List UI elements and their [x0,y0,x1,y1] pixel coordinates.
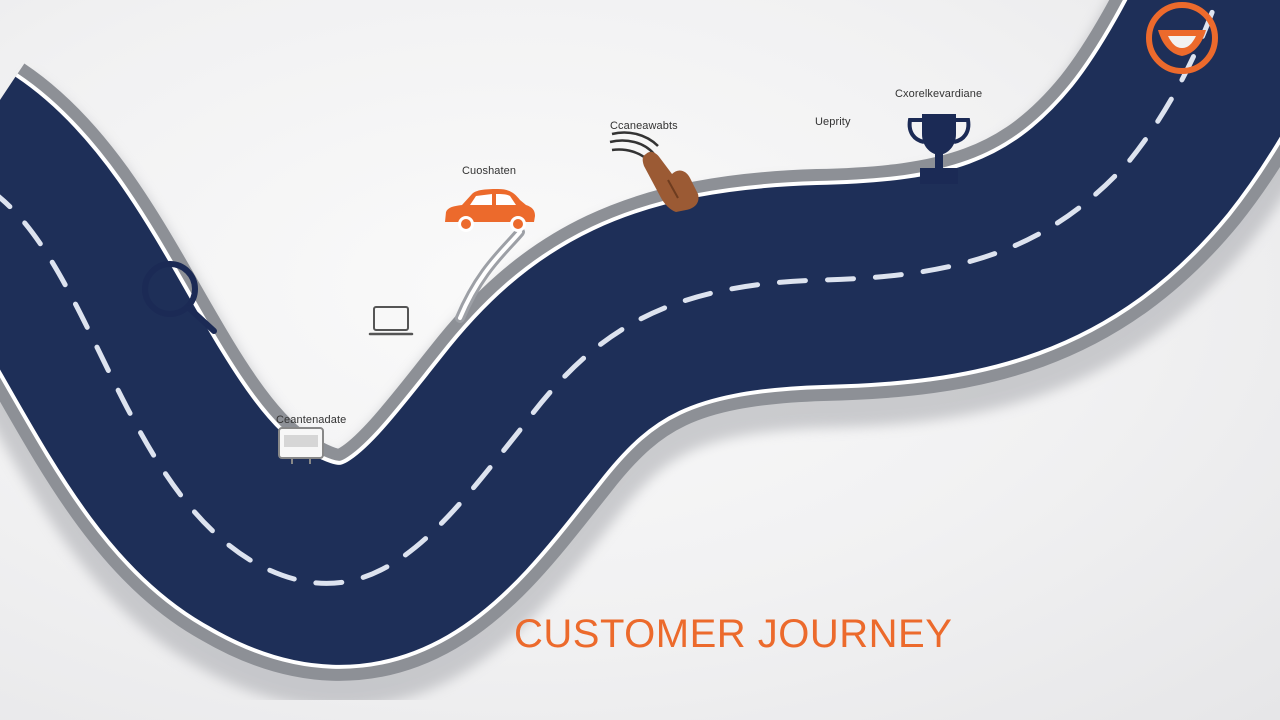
road-surface [0,0,1280,665]
hand-pointer-icon [609,131,699,212]
stage-label-1: Ceantenadate [276,414,347,426]
diagram-title: CUSTOMER JOURNEY [514,612,953,656]
stage-label-6: Ueprity [815,116,851,128]
search-icon [142,261,217,334]
trophy-icon [907,114,971,184]
destination-icon [1146,2,1218,74]
stage-label-5: Ccaneawabts [610,120,678,132]
stage-label-7: Cxorelkevardiane [895,88,983,100]
billboard-icon [278,427,324,464]
lane-marking [0,0,1220,586]
car-icon [445,189,535,232]
laptop-icon [368,306,414,336]
stage-label-4: Cuoshaten [462,165,517,177]
